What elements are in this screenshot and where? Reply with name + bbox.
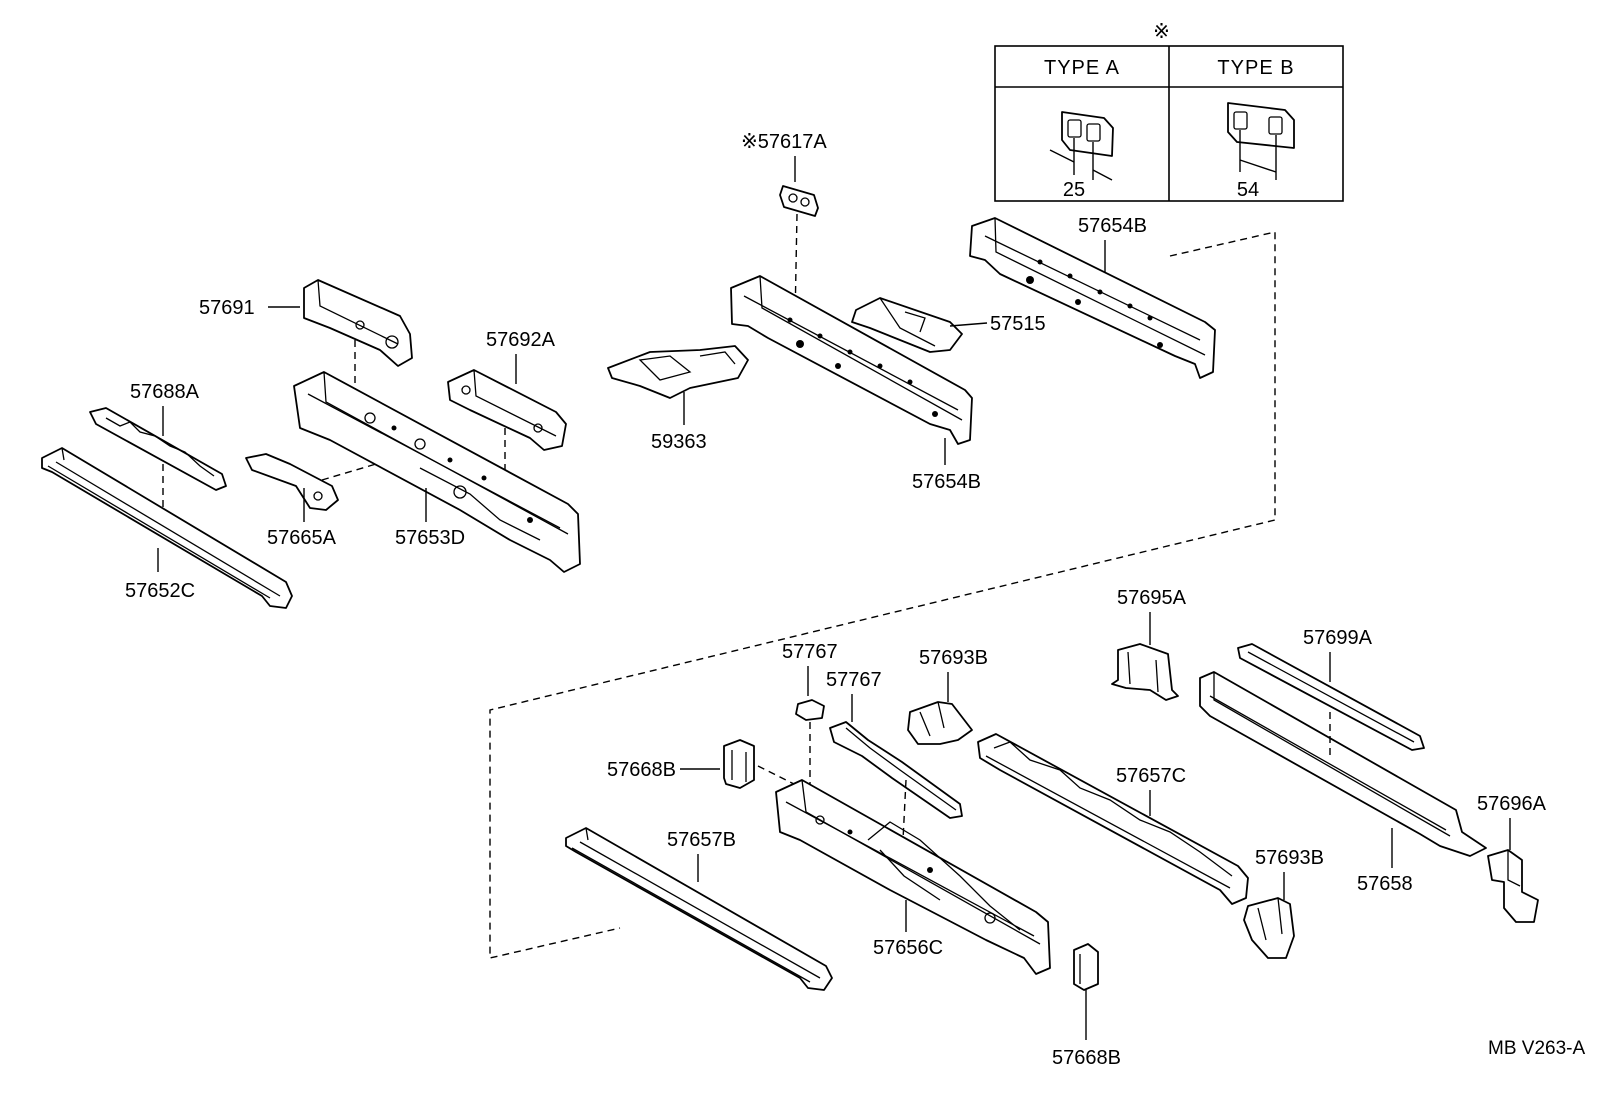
part-57515: 57515: [851, 297, 1046, 353]
label-57652C: 57652C: [125, 580, 195, 602]
label-57515: 57515: [990, 313, 1046, 335]
part-57695A: 57695A: [1111, 587, 1187, 701]
label-57767-a: 57767: [782, 641, 838, 663]
label-57692A: 57692A: [486, 329, 556, 351]
type-a-dimension: 25: [1063, 179, 1085, 201]
label-59363: 59363: [651, 431, 707, 453]
label-57656C: 57656C: [873, 937, 943, 959]
part-57656C: 57656C: [775, 779, 1051, 975]
type-b-plate: 54: [1227, 102, 1295, 201]
type-b-dimension: 54: [1237, 179, 1259, 201]
type-a-header: TYPE A: [1044, 57, 1120, 79]
label-57688A: 57688A: [130, 381, 200, 403]
part-57665A: 57665A: [245, 447, 431, 549]
label-57767-b: 57767: [826, 669, 882, 691]
label-57653D: 57653D: [395, 527, 465, 549]
label-57617A: ※57617A: [741, 131, 827, 153]
part-57657B: 57657B: [565, 827, 833, 991]
part-57699A: 57699A: [1237, 627, 1425, 751]
type-legend: ※ TYPE A TYPE B 25 54: [994, 21, 1344, 202]
part-57658: 57658: [1199, 671, 1487, 895]
part-57668B-left: 57668B: [607, 739, 807, 791]
part-57691: 57691: [199, 279, 413, 410]
label-57693B-lower: 57693B: [1255, 847, 1324, 869]
label-57658: 57658: [1357, 873, 1413, 895]
label-57693B-upper: 57693B: [919, 647, 988, 669]
label-57699A: 57699A: [1303, 627, 1373, 649]
label-57654B-upper: 57654B: [1078, 215, 1147, 237]
label-57668B-bottom: 57668B: [1052, 1047, 1121, 1069]
label-57695A: 57695A: [1117, 587, 1187, 609]
label-57696A: 57696A: [1477, 793, 1547, 815]
part-57693B-upper: 57693B: [907, 647, 988, 745]
part-57652C: 57652C: [41, 447, 293, 609]
legend-symbol: ※: [1153, 21, 1171, 43]
part-57692A: 57692A: [447, 329, 567, 478]
label-57657C: 57657C: [1116, 765, 1186, 787]
label-57668B-left: 57668B: [607, 759, 676, 781]
part-57653D: 57653D: [293, 371, 581, 573]
part-57668B-bottom: 57668B: [1052, 943, 1121, 1069]
part-57654B-upper: 57654B: [969, 215, 1216, 379]
reference-code: MB V263-A: [1488, 1038, 1585, 1059]
part-57696A: 57696A: [1477, 793, 1547, 923]
part-57657C: 57657C: [977, 733, 1249, 905]
type-a-plate: 25: [1049, 111, 1114, 201]
part-57654B-middle: 57654B: [730, 275, 981, 493]
part-59363: 59363: [607, 345, 749, 453]
label-57657B: 57657B: [667, 829, 736, 851]
label-57665A: 57665A: [267, 527, 337, 549]
label-57654B-middle: 57654B: [912, 471, 981, 493]
assembly-boundary: [489, 231, 1276, 959]
type-b-header: TYPE B: [1217, 57, 1294, 79]
label-57691: 57691: [199, 297, 255, 319]
part-57767-nut: 57767: [782, 641, 838, 790]
part-57693B-lower: 57693B: [1243, 847, 1324, 959]
